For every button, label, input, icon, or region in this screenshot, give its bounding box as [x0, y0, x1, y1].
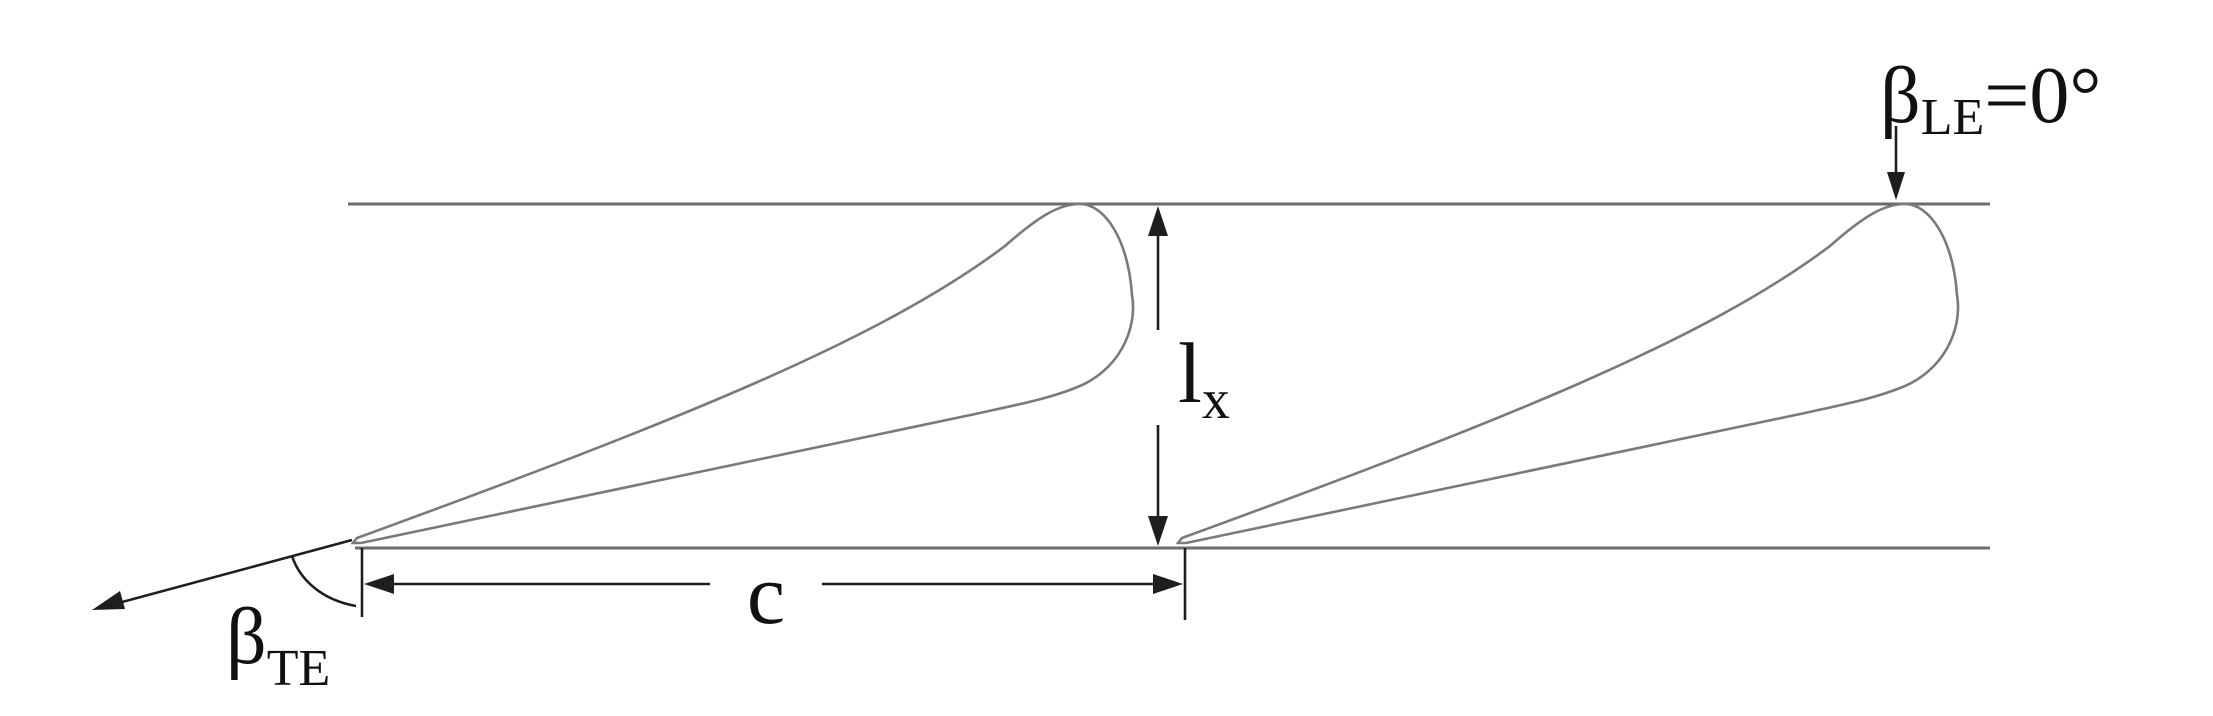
blade-1 — [351, 202, 1135, 545]
trailing-edge-flow-arrow — [99, 538, 353, 610]
lx-arrowhead-top — [1148, 206, 1168, 236]
lx-subscript: x — [1202, 369, 1230, 431]
lx-arrowhead-bottom — [1148, 516, 1168, 546]
beta-te-symbol: β — [226, 593, 267, 681]
chord-label: c — [747, 546, 785, 642]
beta-le-symbol: β — [1880, 52, 1921, 140]
lx-label: lx — [1178, 325, 1230, 431]
leading-edge-arrowhead — [1887, 172, 1905, 200]
beta-le-subscript: LE — [1921, 89, 1985, 146]
beta-le-value: =0° — [1984, 52, 2101, 140]
beta-te-subscript: TE — [267, 640, 331, 697]
beta-le-label: βLE=0° — [1880, 52, 2101, 146]
trailing-edge-arrowhead — [92, 591, 125, 610]
beta-te-angle-arc — [290, 555, 357, 608]
beta-te-label: βTE — [226, 593, 330, 697]
blade-2 — [1176, 202, 1960, 545]
chord-arrowhead-left — [364, 574, 394, 594]
chord-arrowhead-right — [1153, 574, 1183, 594]
lx-symbol: l — [1178, 325, 1202, 421]
